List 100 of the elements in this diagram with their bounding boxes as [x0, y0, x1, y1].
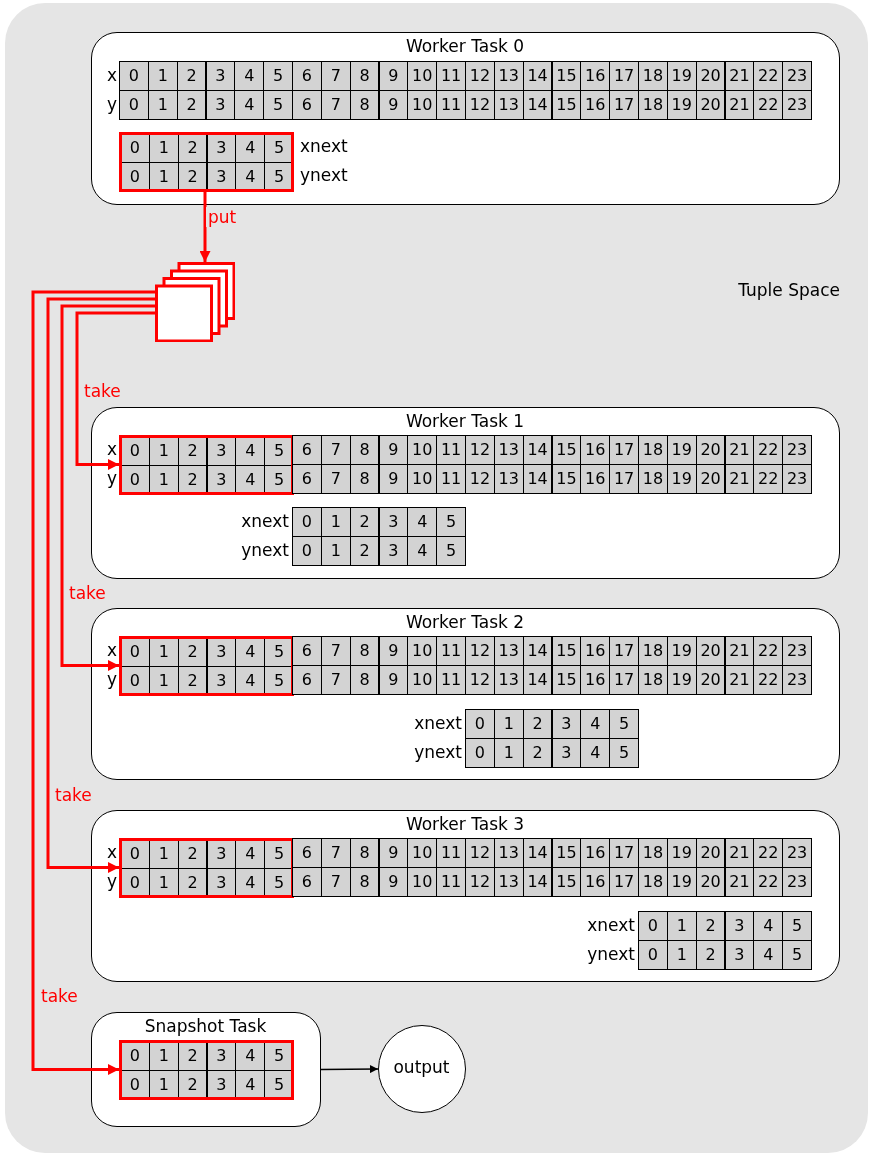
- array-name-label: y: [106, 669, 117, 689]
- table-cell: 18: [638, 838, 668, 869]
- table-cell: 7: [320, 867, 351, 898]
- table-cell: 17: [609, 665, 639, 696]
- table-cell: 20: [695, 464, 726, 495]
- table-cell: 8: [349, 665, 380, 696]
- table-cell: 10: [407, 665, 438, 696]
- table-cell: 17: [609, 838, 639, 869]
- table-cell: 18: [638, 435, 668, 466]
- table-cell: 4: [753, 940, 784, 971]
- table-cell: 10: [407, 636, 438, 667]
- table-cell: 14: [522, 90, 553, 121]
- table-cell: 15: [551, 435, 582, 466]
- table-cell: 5: [263, 90, 293, 121]
- table-cell: 23: [782, 61, 812, 92]
- table-cell: 23: [782, 838, 812, 869]
- table-cell: 16: [580, 61, 611, 92]
- array-name-label: x: [106, 842, 117, 862]
- table-cell: 5: [782, 911, 812, 942]
- table-cell: 4: [407, 507, 438, 538]
- table-cell: 9: [378, 838, 409, 869]
- table-cell: 20: [695, 665, 726, 696]
- table-cell: 11: [436, 665, 466, 696]
- table-cell: 19: [666, 636, 697, 667]
- table-cell: 10: [407, 464, 438, 495]
- array-name-label: ynext: [241, 540, 289, 560]
- edge-label: put: [206, 207, 239, 227]
- highlighted-array-block: [120, 839, 294, 898]
- array-name-label: xnext: [587, 915, 635, 935]
- table-cell: 15: [551, 838, 582, 869]
- table-cell: 6: [292, 636, 322, 667]
- table-cell: 0: [638, 911, 668, 942]
- table-cell: 22: [753, 838, 784, 869]
- table-cell: 23: [782, 867, 812, 898]
- table-cell: 3: [378, 507, 409, 538]
- table-cell: 11: [436, 838, 466, 869]
- table-cell: 0: [465, 709, 495, 740]
- table-cell: 4: [235, 637, 266, 668]
- table-cell: 21: [724, 838, 755, 869]
- table-cell: 20: [695, 867, 726, 898]
- table-cell: 17: [609, 90, 639, 121]
- table-cell: 11: [436, 61, 466, 92]
- table-cell: 4: [235, 839, 266, 870]
- table-cell: 16: [580, 464, 611, 495]
- table-cell: 22: [753, 464, 784, 495]
- arrow: [31, 290, 155, 1075]
- table-cell: 10: [407, 435, 438, 466]
- table-cell: 11: [436, 90, 466, 121]
- table-cell: 5: [609, 738, 639, 769]
- table-cell: 4: [580, 738, 611, 769]
- table-cell: 3: [551, 738, 582, 769]
- table-cell: 2: [176, 90, 207, 121]
- table-cell: 14: [522, 867, 553, 898]
- table-cell: 16: [580, 838, 611, 869]
- table-cell: 0: [119, 61, 149, 92]
- table-cell: 0: [119, 90, 149, 121]
- table-cell: 11: [436, 464, 466, 495]
- table-cell: 7: [320, 435, 351, 466]
- table-cell: 11: [436, 867, 466, 898]
- table-cell: 4: [235, 1041, 266, 1072]
- table-cell: 2: [522, 738, 553, 769]
- table-cell: 19: [666, 867, 697, 898]
- region-title: Tuple Space: [738, 280, 840, 300]
- table-cell: 1: [666, 911, 697, 942]
- table-cell: 13: [493, 61, 524, 92]
- table-cell: 3: [205, 90, 236, 121]
- array-name-label: xnext: [241, 511, 289, 531]
- table-cell: 15: [551, 61, 582, 92]
- table-cell: 3: [724, 911, 755, 942]
- table-cell: 17: [609, 867, 639, 898]
- table-cell: 4: [235, 133, 266, 164]
- table-cell: 0: [292, 507, 322, 538]
- table-cell: 21: [724, 435, 755, 466]
- table-cell: 3: [205, 61, 236, 92]
- table-cell: 15: [551, 464, 582, 495]
- table-cell: 3: [724, 940, 755, 971]
- table-cell: 9: [378, 90, 409, 121]
- table-cell: 10: [407, 90, 438, 121]
- table-cell: 5: [782, 940, 812, 971]
- array-name-label: ynext: [587, 944, 635, 964]
- table-cell: 11: [436, 435, 466, 466]
- table-cell: 20: [695, 90, 726, 121]
- table-cell: 21: [724, 464, 755, 495]
- table-cell: 9: [378, 867, 409, 898]
- table-cell: 18: [638, 61, 668, 92]
- table-cell: 7: [320, 636, 351, 667]
- array-name-label: y: [106, 468, 117, 488]
- task-title: Worker Task 0: [404, 36, 526, 56]
- table-cell: 14: [522, 838, 553, 869]
- table-cell: 10: [407, 867, 438, 898]
- table-cell: 2: [522, 709, 553, 740]
- table-cell: 16: [580, 90, 611, 121]
- table-cell: 15: [551, 90, 582, 121]
- table-cell: 6: [292, 90, 322, 121]
- table-cell: 1: [320, 536, 351, 567]
- array-name-label: ynext: [414, 742, 462, 762]
- table-cell: 3: [378, 536, 409, 567]
- table-cell: 21: [724, 665, 755, 696]
- table-cell: 7: [320, 61, 351, 92]
- table-cell: 4: [235, 436, 266, 467]
